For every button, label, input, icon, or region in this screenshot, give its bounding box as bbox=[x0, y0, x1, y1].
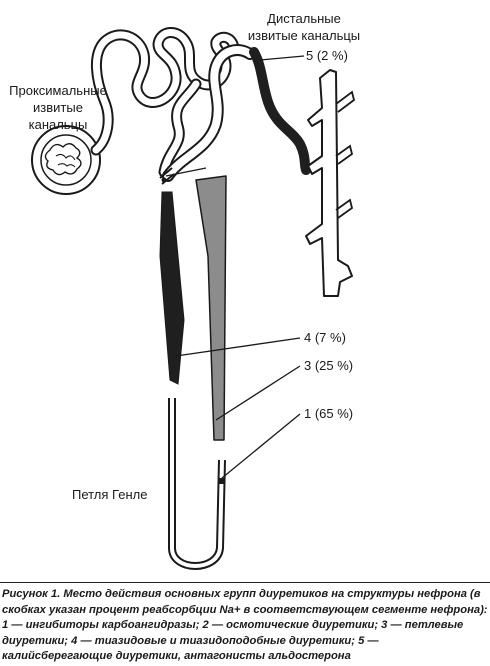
segment-3-gray bbox=[195, 175, 227, 441]
label-proximal-line-3: канальцы bbox=[28, 117, 88, 132]
caption-text: Место действия основных групп диуретиков… bbox=[2, 588, 488, 662]
leader-4 bbox=[175, 337, 301, 357]
segment-1-marker bbox=[218, 478, 224, 484]
distal-tubule-inner bbox=[164, 46, 254, 180]
glomerulus bbox=[31, 125, 101, 195]
nephron-figure: Дистальные извитые канальцы Проксимальны… bbox=[4, 10, 370, 570]
segment-5-dark bbox=[249, 47, 311, 175]
proximal-descending-inner bbox=[160, 80, 200, 176]
leader-5 bbox=[259, 55, 305, 61]
caption-divider bbox=[0, 582, 490, 583]
marker-label-5: 5 (2 %) bbox=[306, 48, 348, 63]
marker-label-4: 4 (7 %) bbox=[304, 330, 346, 345]
caption-title: Рисунок 1. bbox=[2, 588, 61, 600]
proximal-tubule-inner bbox=[92, 29, 238, 154]
figure-caption: Рисунок 1. Место действия основных групп… bbox=[2, 587, 488, 665]
label-proximal-tubules: Проксимальные извитые канальцы bbox=[4, 82, 112, 133]
label-loop-of-henle: Петля Генле bbox=[72, 487, 148, 502]
leader-3 bbox=[215, 365, 301, 421]
marker-label-1: 1 (65 %) bbox=[304, 406, 354, 421]
marker-label-3: 3 (25 %) bbox=[304, 358, 354, 373]
nephron-diagram bbox=[31, 27, 356, 570]
label-proximal-line-2: извитые bbox=[33, 100, 83, 115]
segment-4-dark bbox=[159, 191, 185, 385]
label-distal-line-2: извитые канальцы bbox=[247, 28, 361, 43]
collecting-duct bbox=[305, 69, 353, 297]
label-distal-line-1: Дистальные bbox=[267, 11, 341, 26]
leader-2 bbox=[165, 167, 207, 177]
leader-lines bbox=[165, 55, 305, 479]
label-proximal-line-1: Проксимальные bbox=[9, 83, 107, 98]
leader-1 bbox=[221, 413, 301, 479]
label-distal-tubules: Дистальные извитые канальцы bbox=[238, 10, 370, 44]
junction-dot bbox=[161, 177, 167, 183]
collecting-duct-branches bbox=[335, 90, 356, 219]
